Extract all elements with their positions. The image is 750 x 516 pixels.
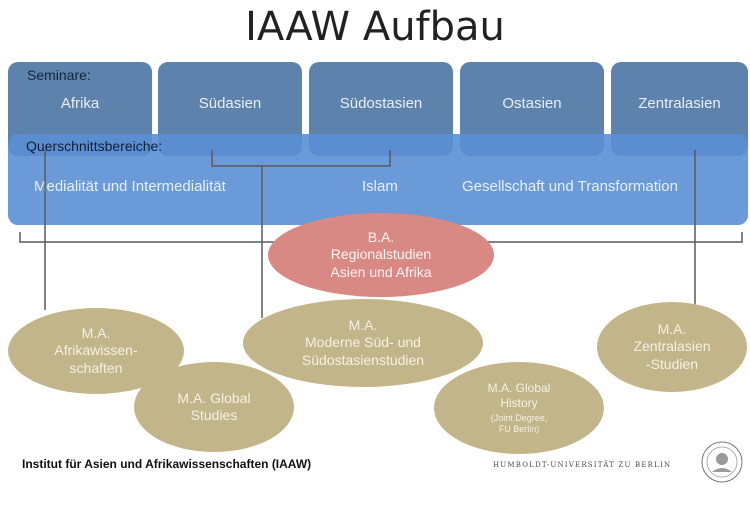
ma-moderne-label: M.A. Moderne Süd- und Südostasienstudien (301, 316, 425, 368)
querschnitt-item-islam: Islam (362, 178, 398, 195)
seminare-heading: Seminare: (27, 67, 91, 83)
seminar-label-zentralasien: Zentralasien (638, 95, 721, 112)
ma-zentralasien-oval: M.A. Zentralasien -Studien (597, 302, 747, 392)
ma-zentralasien-label: M.A. Zentralasien -Studien (633, 320, 711, 372)
seminar-label-suedasien: Südasien (198, 95, 262, 112)
ma-global-history-oval: M.A. Global History (Joint Degree, FU Be… (434, 362, 604, 454)
querschnitt-heading: Querschnittsbereiche: (26, 138, 163, 154)
ma-global-history-label: M.A. Global History (487, 380, 551, 410)
seminar-label-ostasien: Ostasien (502, 95, 562, 112)
querschnitt-item-medialitaet: Medialität und Intermedialität (34, 178, 226, 195)
seminar-label-suedostasien: Südostasien (339, 95, 423, 112)
page-title: IAAW Aufbau (245, 4, 505, 50)
ma-global-studies-oval: M.A. Global Studies (134, 362, 294, 452)
institute-footer: Institut für Asien und Afrikawissenschaf… (22, 457, 312, 471)
suedasien-bracket (211, 150, 391, 167)
ba-regionalstudien-oval: B.A. Regionalstudien Asien und Afrika (268, 213, 494, 297)
university-seal-icon (701, 441, 743, 483)
ma-moderne-sued-oval: M.A. Moderne Süd- und Südostasienstudien (243, 299, 483, 387)
ba-label: B.A. Regionalstudien Asien und Afrika (330, 228, 432, 280)
querschnitt-band (8, 134, 748, 225)
ma-afrika-label: M.A. Afrikawissen- schaften (54, 324, 138, 376)
querschnitt-item-gesellschaft: Gesellschaft und Transformation (462, 178, 678, 195)
ma-global-history-note: (Joint Degree, FU Berlin) (490, 412, 548, 434)
university-name: HUMBOLDT-UNIVERSITÄT ZU BERLIN (493, 461, 672, 469)
ma-global-studies-label: M.A. Global Studies (177, 389, 251, 424)
seminar-label-afrika: Afrika (60, 95, 100, 112)
